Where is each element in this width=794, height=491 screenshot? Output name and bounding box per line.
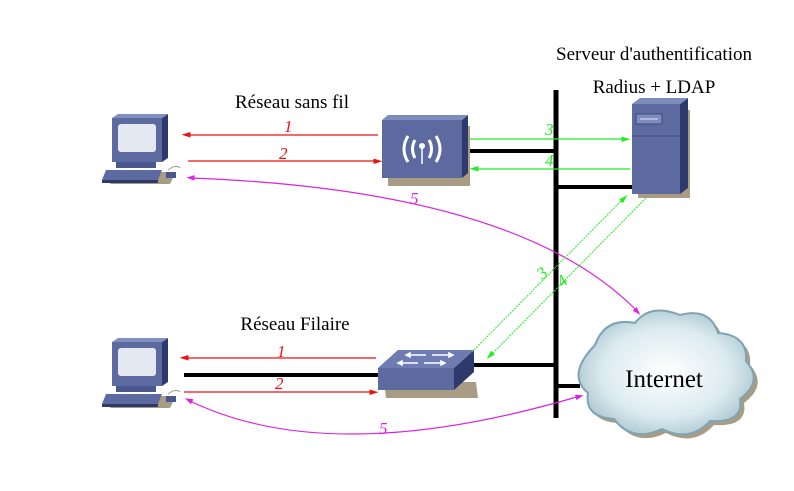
- workstation-icon: [102, 338, 181, 408]
- flow-wireless-5-arrow: [186, 175, 641, 315]
- wireless-client-workstation[interactable]: [102, 114, 181, 184]
- workstation-icon: [102, 114, 181, 184]
- access-point[interactable]: [382, 115, 470, 186]
- switch-arrows-icon: [396, 351, 455, 367]
- auth-server-title: Serveur d'authentification: [556, 44, 752, 65]
- flow-wireless-4-label: 4: [545, 151, 554, 170]
- internet-cloud[interactable]: Internet: [577, 309, 758, 439]
- auth-server[interactable]: [632, 98, 690, 198]
- flow-wired-1-label: 1: [277, 342, 286, 361]
- flow-wired-3-label: 3: [532, 263, 551, 284]
- wireless-network-label: Réseau sans fil: [235, 92, 349, 113]
- flow-wired-5-label: 5: [379, 419, 388, 438]
- flow-wired-5-arrow: [184, 394, 584, 435]
- wired-network-label: Réseau Filaire: [240, 314, 349, 335]
- wired-client-workstation[interactable]: [102, 338, 181, 408]
- auth-server-subtitle: Radius + LDAP: [593, 77, 716, 98]
- internet-label: Internet: [625, 366, 703, 393]
- flow-wireless-3-label: 3: [544, 120, 554, 139]
- flow-wired-4-arrow: [486, 197, 647, 360]
- wireless-signal-icon: [402, 135, 442, 164]
- flow-wireless-5-label: 5: [410, 189, 419, 208]
- flow-wireless-2-label: 2: [279, 144, 288, 163]
- flow-wired-2-label: 2: [275, 374, 284, 393]
- flow-wireless-1-label: 1: [284, 117, 293, 136]
- switch[interactable]: [378, 350, 478, 398]
- flow-wired-3-arrow: [471, 194, 628, 353]
